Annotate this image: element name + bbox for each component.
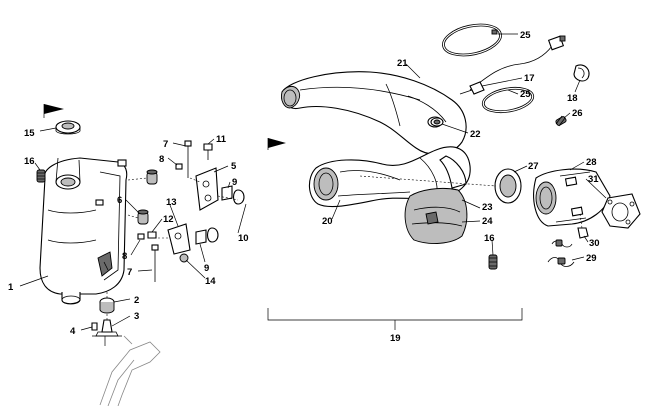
callout-labels: 1 2 3 4 5 6 7 7 8 8 9 9 10 11 12 13 14 1… [8,30,600,344]
callout-2: 2 [134,295,139,306]
callout-13: 13 [166,197,177,208]
callout-8-top: 8 [159,154,164,165]
clip-18 [573,64,590,82]
clip-9-10 [195,185,245,245]
fitting-22 [430,117,444,127]
callout-20: 20 [322,216,333,227]
callout-7-bottom: 7 [127,267,132,278]
callout-17: 17 [524,73,535,84]
callout-4: 4 [70,326,76,337]
sensor-17 [459,35,566,95]
bracket-5 [189,167,219,211]
muffler-canister [39,157,128,305]
callout-16-right: 16 [484,233,495,244]
reference-flag-left [43,104,64,118]
callout-5: 5 [231,161,237,172]
pipe-upper-21 [281,71,467,155]
spring-16-left [36,169,46,183]
leader-lines [19,33,607,331]
callout-14: 14 [205,276,216,287]
grommet-15 [55,120,81,135]
callout-12: 12 [163,214,174,225]
callout-28: 28 [586,157,597,168]
gasket-27 [359,168,522,204]
callout-10: 10 [238,233,249,244]
assembly-bracket-19 [267,308,523,330]
stud-30 [577,213,589,239]
callout-9-bottom: 9 [204,263,209,274]
callout-25-mid: 25 [520,89,531,100]
manifold-28 [533,168,611,227]
callout-25-top: 25 [520,30,531,41]
callout-30: 30 [589,238,600,249]
callout-24: 24 [482,216,493,227]
clamp-ring-25-top [442,23,502,57]
callout-3: 3 [134,311,139,322]
bolt-7 [151,140,192,282]
callout-11: 11 [216,134,227,145]
callout-23: 23 [482,202,493,213]
gasket-31 [601,193,641,229]
callout-9-top: 9 [232,177,237,188]
heat-shield-23-24 [404,155,468,244]
callout-15: 15 [24,128,35,139]
callout-29: 29 [586,253,597,264]
callout-26: 26 [572,108,583,119]
callout-18: 18 [567,93,578,104]
reference-flag-right [267,138,286,150]
callout-6: 6 [117,195,122,206]
callout-21: 21 [397,58,408,69]
frame-bracket [99,335,161,406]
callout-27: 27 [528,161,539,172]
callout-31: 31 [588,174,599,185]
callout-7-top: 7 [163,139,168,150]
small-hardware [137,143,213,263]
clamp-ring-25-mid [481,86,535,114]
callout-8-bottom: 8 [122,251,127,262]
spring-16-right [488,254,498,270]
isolator-6 [127,169,158,225]
bracket-13 [158,223,191,255]
callout-22: 22 [470,129,481,140]
mount-hardware-2-3-4 [91,292,122,346]
callout-19: 19 [390,333,401,344]
callout-1: 1 [8,282,14,293]
callout-16-left: 16 [24,156,35,167]
springs-29 [547,239,575,267]
spring-26 [555,115,567,127]
